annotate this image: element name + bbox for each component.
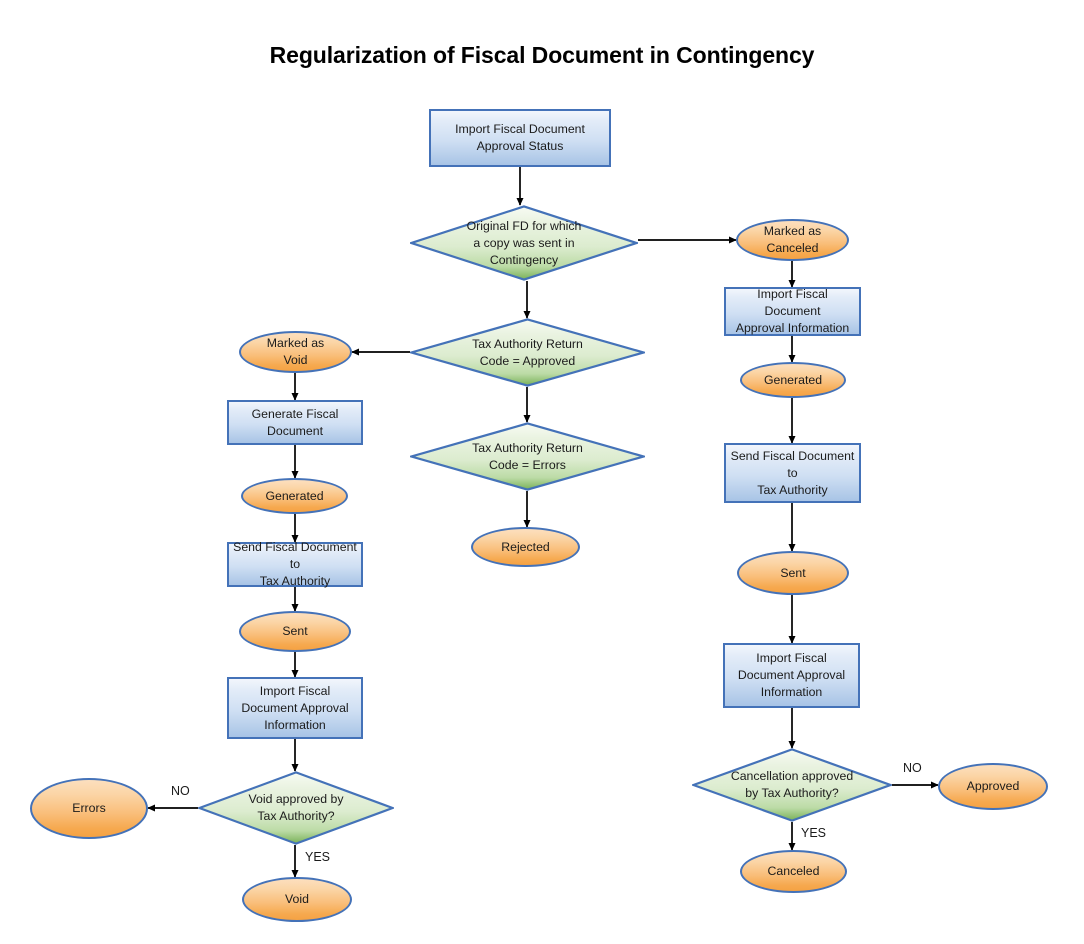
node-label-canceled_state: Canceled xyxy=(767,864,820,878)
node-label-generated_r: Generated xyxy=(763,372,823,387)
node-import_info_r2[interactable]: Import Fiscal Document Approval Informat… xyxy=(723,643,860,708)
node-label-import_info_l: Import Fiscal Document Approval Informat… xyxy=(241,683,349,732)
node-label-sent_r: Sent xyxy=(780,565,806,580)
node-label-import_info_r1: Import Fiscal Document Approval Informat… xyxy=(735,287,850,335)
node-label-tax_ret_errors: Tax Authority Return Code = Errors xyxy=(472,440,583,472)
decision-shape xyxy=(410,318,645,387)
node-label-void_state: Void xyxy=(285,892,309,906)
edge-label-e10: NO xyxy=(903,761,922,775)
node-label-marked_void: Marked as Void xyxy=(266,336,325,367)
edge-label-e22: YES xyxy=(305,850,331,864)
node-label-sent_l: Sent xyxy=(282,624,308,638)
node-label-generate_fd: Generate Fiscal Document xyxy=(251,406,339,438)
decision-shape xyxy=(410,205,638,281)
node-label-tax_ret_approved: Tax Authority Return Code = Approved xyxy=(472,336,583,368)
decision-shape xyxy=(410,422,645,491)
node-import_status[interactable]: Import Fiscal Document Approval Status xyxy=(429,109,611,167)
node-label-send_fd_r: Send Fiscal Document to Tax Authority xyxy=(730,448,855,497)
node-sent_l[interactable]: Sent xyxy=(239,611,351,652)
node-errors_state[interactable]: Errors xyxy=(30,778,148,839)
node-tax_ret_approved[interactable]: Tax Authority Return Code = Approved xyxy=(410,318,645,387)
decision-shape xyxy=(198,771,394,845)
node-marked_canceled[interactable]: Marked as Canceled xyxy=(736,219,849,261)
node-label-approved_state: Approved xyxy=(966,779,1020,793)
node-label-generated_l: Generated xyxy=(265,488,324,503)
node-label-send_fd_l: Send Fiscal Document to Tax Authority xyxy=(233,540,357,588)
node-generate_fd[interactable]: Generate Fiscal Document xyxy=(227,400,363,445)
node-import_info_l[interactable]: Import Fiscal Document Approval Informat… xyxy=(227,677,363,739)
node-label-marked_canceled: Marked as Canceled xyxy=(763,224,822,255)
node-tax_ret_errors[interactable]: Tax Authority Return Code = Errors xyxy=(410,422,645,491)
node-rejected_state[interactable]: Rejected xyxy=(471,527,580,567)
node-generated_l[interactable]: Generated xyxy=(241,478,348,514)
node-label-original_fd: Original FD for which a copy was sent in… xyxy=(466,218,582,267)
node-send_fd_l[interactable]: Send Fiscal Document to Tax Authority xyxy=(227,540,363,588)
node-marked_void[interactable]: Marked as Void xyxy=(239,331,352,373)
node-label-rejected_state: Rejected xyxy=(501,539,550,554)
decision-shape xyxy=(692,748,892,822)
edge-label-e21: NO xyxy=(171,784,190,798)
node-void_approved[interactable]: Void approved by Tax Authority? xyxy=(198,771,394,845)
node-send_fd_r[interactable]: Send Fiscal Document to Tax Authority xyxy=(724,443,861,503)
node-label-errors_state: Errors xyxy=(72,801,106,815)
page-title: Regularization of Fiscal Document in Con… xyxy=(269,42,815,68)
node-void_state[interactable]: Void xyxy=(242,877,352,922)
node-label-import_info_r2: Import Fiscal Document Approval Informat… xyxy=(737,651,846,699)
node-generated_r[interactable]: Generated xyxy=(740,362,846,398)
node-import_info_r1[interactable]: Import Fiscal Document Approval Informat… xyxy=(724,287,861,336)
node-cancel_approved[interactable]: Cancellation approved by Tax Authority? xyxy=(692,748,892,822)
edge-label-e11: YES xyxy=(801,826,827,840)
node-approved_state[interactable]: Approved xyxy=(938,763,1048,810)
node-label-cancel_approved: Cancellation approved by Tax Authority? xyxy=(730,769,854,800)
node-label-void_approved: Void approved by Tax Authority? xyxy=(248,792,344,823)
node-canceled_state[interactable]: Canceled xyxy=(740,850,847,893)
node-original_fd[interactable]: Original FD for which a copy was sent in… xyxy=(410,205,638,281)
node-label-import_status: Import Fiscal Document Approval Status xyxy=(455,122,585,153)
node-sent_r[interactable]: Sent xyxy=(737,551,849,595)
